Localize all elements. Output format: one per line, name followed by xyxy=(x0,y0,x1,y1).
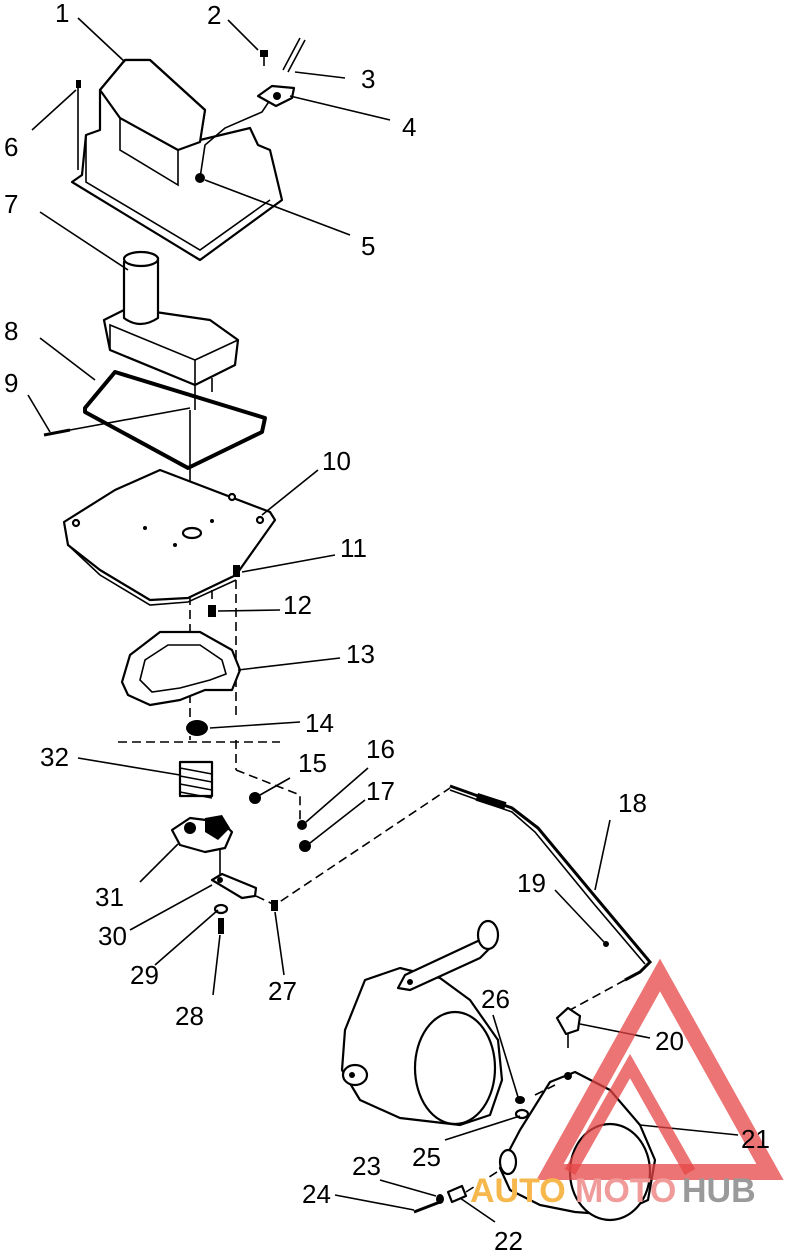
callout-14: 14 xyxy=(305,708,334,738)
watermark-part3: HUB xyxy=(682,1172,756,1210)
part-6-pin xyxy=(76,80,81,170)
callout-17: 17 xyxy=(366,776,395,806)
callout-28: 28 xyxy=(175,1001,204,1031)
callout-24: 24 xyxy=(302,1179,331,1209)
part-30-lever xyxy=(210,872,258,900)
part-20-fitting xyxy=(555,1006,582,1048)
part-16-washer xyxy=(297,820,307,830)
part-7-motor xyxy=(102,250,240,410)
part-15-nut xyxy=(249,792,261,804)
leader-lines xyxy=(27,17,739,1223)
callout-12: 12 xyxy=(283,590,312,620)
part-17-nut xyxy=(299,840,311,852)
part-22-bushing xyxy=(446,1184,468,1204)
part-28-bolt xyxy=(218,918,224,934)
callout-9: 9 xyxy=(4,368,18,398)
housing-left xyxy=(340,919,504,1127)
watermark-part1: AUTO xyxy=(470,1172,566,1210)
callout-16: 16 xyxy=(366,734,395,764)
callout-22: 22 xyxy=(494,1226,523,1254)
part-18-rod xyxy=(449,784,653,982)
callout-21: 21 xyxy=(741,1124,770,1154)
part-32-spring xyxy=(178,760,214,799)
callout-1: 1 xyxy=(55,0,69,28)
callout-30: 30 xyxy=(98,921,127,951)
callout-13: 13 xyxy=(346,639,375,669)
callout-25: 25 xyxy=(412,1142,441,1172)
callout-7: 7 xyxy=(4,189,18,219)
callout-23: 23 xyxy=(352,1151,381,1181)
callout-19: 19 xyxy=(517,868,546,898)
part-9-pin xyxy=(43,407,191,437)
part-11-bolt xyxy=(233,565,240,577)
callout-26: 26 xyxy=(481,984,510,1014)
callout-18: 18 xyxy=(618,788,647,818)
callout-10: 10 xyxy=(322,446,351,476)
part-8-gasket xyxy=(83,370,267,470)
callout-31: 31 xyxy=(95,882,124,912)
part-13-gasket xyxy=(120,630,242,707)
callout-3: 3 xyxy=(361,64,375,94)
callout-27: 27 xyxy=(268,976,297,1006)
watermark-part2: MOTO xyxy=(575,1172,676,1210)
callout-4: 4 xyxy=(402,112,416,142)
part-1-cover xyxy=(70,58,284,262)
part-31-cam xyxy=(170,815,234,875)
part-14-bushing xyxy=(186,720,208,736)
part-24-bolt xyxy=(413,1200,441,1214)
part-12-screw xyxy=(208,605,216,617)
part-2-screw xyxy=(260,50,268,66)
part-3-cable xyxy=(256,37,306,108)
callout-32: 32 xyxy=(40,742,69,772)
part-10-plate xyxy=(62,468,277,606)
callout-5: 5 xyxy=(361,231,375,261)
watermark: AUTO MOTO HUB xyxy=(470,958,784,1210)
part-26-washer xyxy=(515,1096,525,1104)
callout-29: 29 xyxy=(130,960,159,990)
callout-8: 8 xyxy=(4,316,18,346)
callout-11: 11 xyxy=(340,533,367,563)
callout-6: 6 xyxy=(4,132,18,162)
callout-2: 2 xyxy=(207,0,221,30)
callout-15: 15 xyxy=(298,748,327,778)
callout-labels: 1 2 3 4 5 6 7 8 9 10 11 12 13 14 15 16 1… xyxy=(4,0,770,1254)
callout-20: 20 xyxy=(655,1026,684,1056)
